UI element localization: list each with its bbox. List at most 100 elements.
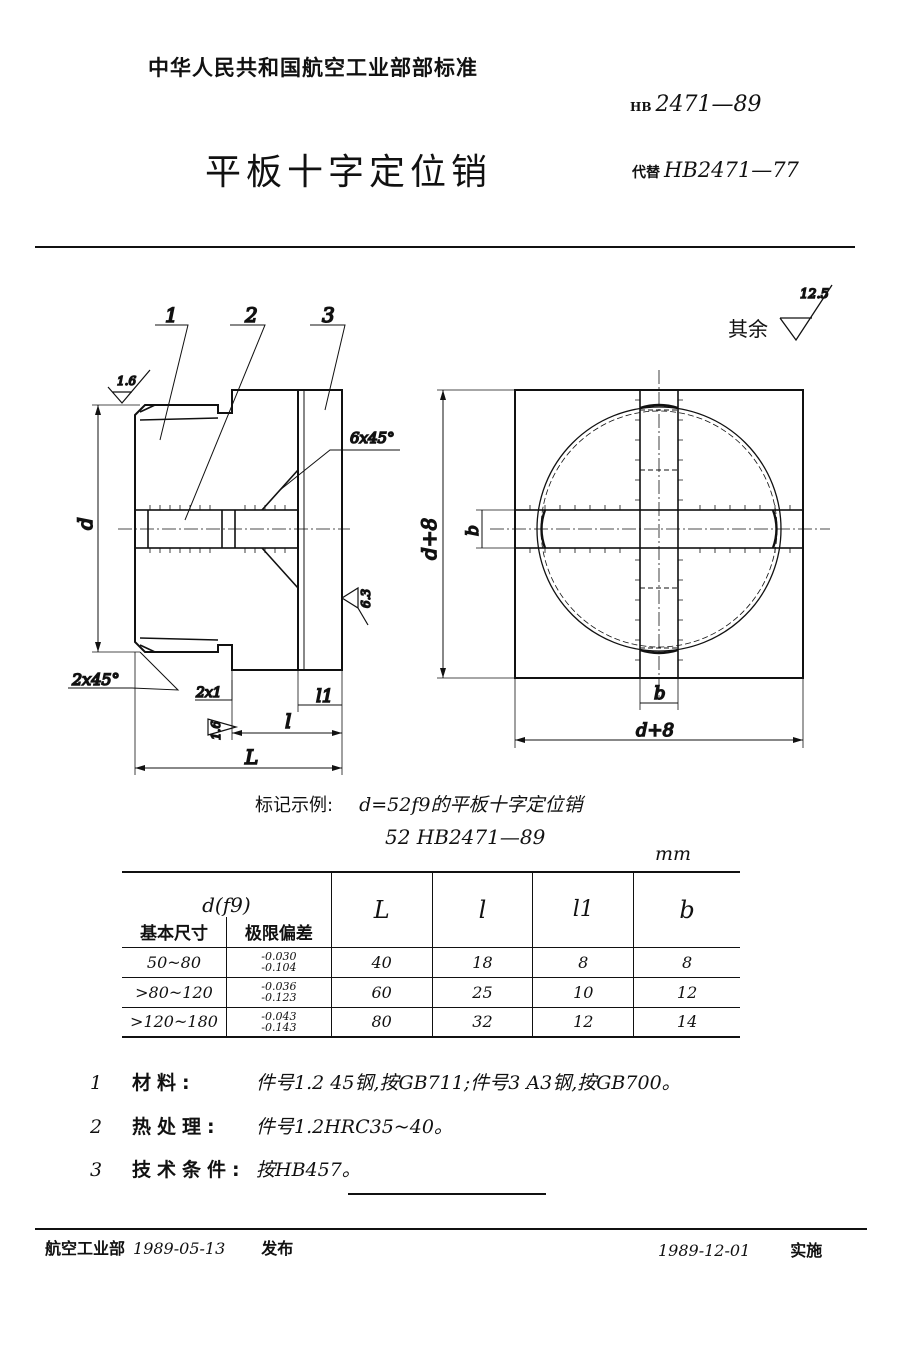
- dim-b-bottom-label: b: [654, 683, 666, 704]
- footer-impl-date: 1989-12-01: [658, 1241, 751, 1260]
- table-cell-l1: 10: [532, 977, 635, 1007]
- roughness-c-symbol: [207, 718, 239, 736]
- side-view: [68, 284, 833, 775]
- end-rule: [348, 1193, 546, 1195]
- deviation-lower: -0.104: [261, 961, 297, 974]
- note-technical-conditions: 3 技术条件: 按HB457。: [90, 1155, 361, 1182]
- side-view-chamfer-top: [139, 404, 219, 421]
- table-cell-L: 40: [331, 947, 433, 977]
- part-3-label: 3: [322, 303, 335, 327]
- table-cell-size: 50~80: [122, 947, 227, 977]
- table-cell-size: >120~180: [122, 1007, 227, 1037]
- table-header-l1: l1: [532, 872, 635, 947]
- dim-d8-side-label: d+8: [417, 518, 441, 560]
- groove-leader: [195, 680, 233, 701]
- table-cell-L: 60: [331, 977, 433, 1007]
- footer-issuer: 航空工业部: [45, 1239, 126, 1258]
- roughness-b-symbol: [340, 586, 369, 626]
- table-row: >80~120 -0.036-0.123 60 25 10 12: [122, 977, 740, 1007]
- front-slot-hatch: [529, 399, 791, 661]
- roughness-a-value: 1.6: [117, 374, 136, 388]
- roughness-other-value: 12.5: [800, 287, 829, 302]
- note-value: 件号1.2 45钢,按GB711;件号3 A3钢,按GB700。: [256, 1072, 681, 1094]
- dim-b-side-label: b: [463, 525, 483, 536]
- deviation-upper: -0.043: [261, 1009, 297, 1023]
- table-cell-b: 8: [681, 952, 693, 972]
- note-key: 材料:: [132, 1072, 196, 1094]
- dim-L-label: L: [244, 745, 258, 769]
- note-value: 件号1.2HRC35~40。: [256, 1116, 453, 1138]
- note-number: 3: [90, 1159, 103, 1181]
- groove-2x1-label: 2x1: [195, 685, 222, 701]
- table-cell-size: >80~120: [122, 977, 227, 1007]
- footer-implementation: 1989-12-01 实施: [658, 1237, 822, 1261]
- table-cell-l1: 12: [532, 1007, 635, 1037]
- deviation-upper: -0.030: [261, 950, 297, 963]
- table-cell-b: 14: [676, 1012, 698, 1032]
- marking-example: 标记示例:d=52f9的平板十字定位销: [255, 790, 582, 817]
- chamfer-2x45-label: 2x45°: [71, 670, 120, 689]
- footer-issue: 航空工业部 1989-05-13 发布: [45, 1235, 293, 1259]
- dim-d8-bottom-label: d+8: [636, 720, 674, 741]
- table-group-header: d(f9): [122, 872, 332, 917]
- footer-issue-word: 发布: [261, 1239, 294, 1258]
- table-cell-l: 32: [432, 1007, 534, 1037]
- side-view-outline: [134, 389, 299, 671]
- side-view-chamfer-bottom: [139, 637, 219, 653]
- replaces-code: HB2471—77: [664, 158, 799, 182]
- side-view-plate: [297, 389, 343, 671]
- note-key: 热处理:: [132, 1116, 221, 1138]
- part1-leader: [155, 324, 189, 441]
- table-header-l: l: [432, 872, 534, 947]
- replaces-prefix: 代替: [632, 165, 660, 181]
- deviation-lower: -0.123: [261, 991, 297, 1004]
- table-subheader-deviation: 极限偏差: [226, 917, 332, 947]
- part-2-label: 2: [244, 303, 258, 327]
- note-material: 1 材料: 件号1.2 45钢,按GB711;件号3 A3钢,按GB700。: [90, 1068, 681, 1095]
- table-cell-L: 80: [331, 1007, 433, 1037]
- table-cell-l: 18: [432, 947, 534, 977]
- table-unit: mm: [655, 843, 692, 865]
- chamfer-6x45-label: 6x45°: [350, 429, 395, 447]
- note-value: 按HB457。: [256, 1159, 361, 1181]
- roughness-a-symbol: [107, 369, 151, 404]
- table-header-L: L: [331, 872, 433, 947]
- issuing-organization: 中华人民共和国航空工业部部标准: [148, 56, 478, 80]
- dim-l-label: l: [285, 709, 291, 733]
- part3-leader: [310, 324, 346, 411]
- part2-leader: [184, 324, 266, 521]
- table-cell-deviation: -0.043-0.143: [226, 1007, 332, 1037]
- table-cell-l1: 8: [532, 947, 635, 977]
- marking-designation: 52 HB2471—89: [385, 825, 546, 849]
- footer-issue-date: 1989-05-13: [133, 1239, 226, 1258]
- dim-l1-label: l1: [316, 686, 333, 707]
- part-1-label: 1: [165, 303, 178, 327]
- dim-d-label: d: [73, 517, 97, 530]
- roughness-other-label: 其余: [728, 317, 768, 341]
- marking-label: 标记示例:: [255, 795, 334, 816]
- table-cell-deviation: -0.030-0.104: [226, 947, 332, 977]
- table-cell-b: 12: [676, 982, 698, 1002]
- footer-impl-word: 实施: [790, 1241, 823, 1260]
- dimension-table: d(f9) L l l1 b 基本尺寸 极限偏差 50~80 -0.030-0.…: [122, 871, 740, 1038]
- table-row: 50~80 -0.030-0.104 40 18 8 8: [122, 947, 740, 977]
- standard-prefix: HB: [630, 100, 652, 114]
- deviation-upper: -0.036: [261, 980, 297, 993]
- front-view: [437, 370, 830, 748]
- header-rule: [35, 246, 855, 248]
- chamfer6-leader: [279, 449, 400, 491]
- roughness-c-value: 1.6: [209, 721, 223, 740]
- standard-code: 2471—89: [655, 92, 762, 117]
- table-cell-deviation: -0.036-0.123: [226, 977, 332, 1007]
- standard-title: 平板十字定位销: [205, 152, 493, 193]
- note-number: 1: [90, 1072, 103, 1094]
- note-key: 技术条件:: [132, 1159, 246, 1181]
- deviation-lower: -0.143: [261, 1020, 297, 1034]
- table-cell-l: 25: [432, 977, 534, 1007]
- table-subheader-size: 基本尺寸: [122, 917, 227, 947]
- table-row: >120~180 -0.043-0.143 80 32 12 14: [122, 1007, 740, 1037]
